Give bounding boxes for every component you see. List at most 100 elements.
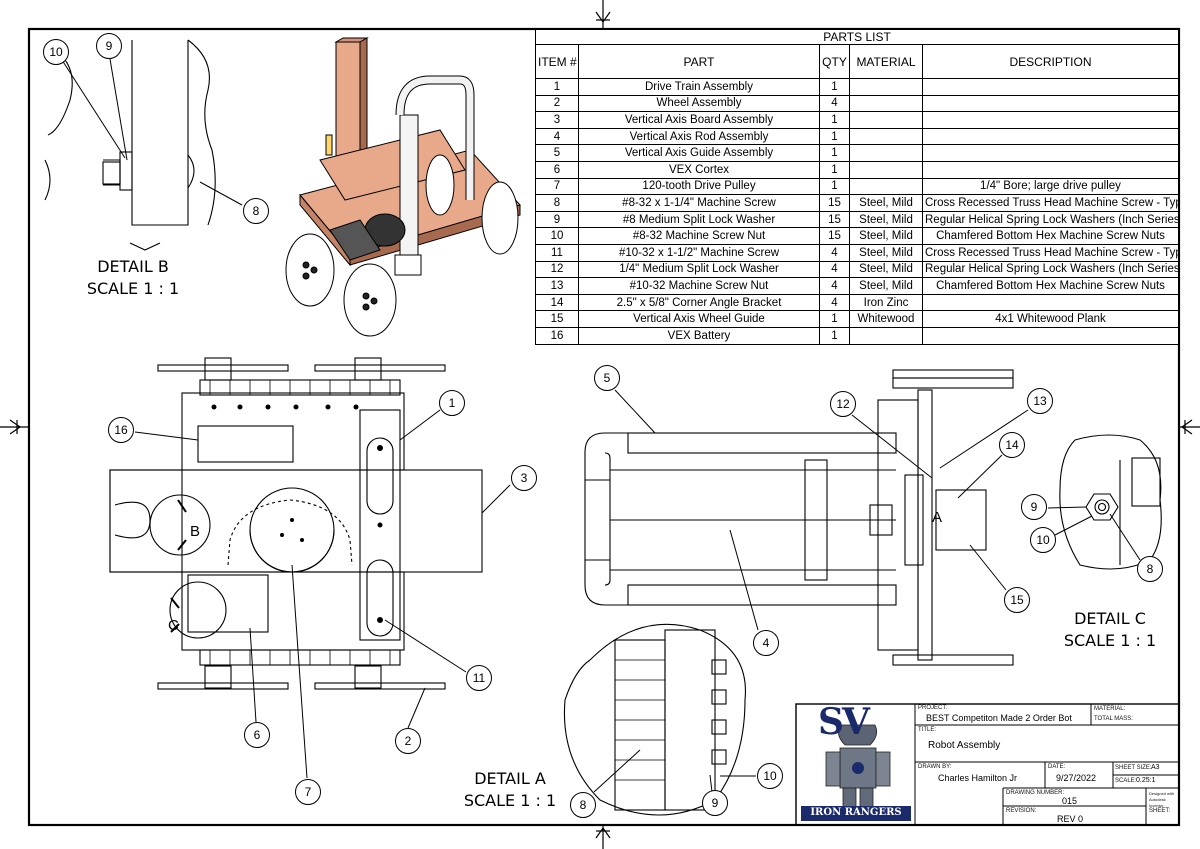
detail-b-label: DETAIL B SCALE 1 : 1 bbox=[83, 256, 183, 300]
cell-material bbox=[849, 160, 923, 179]
title-value: Robot Assembly bbox=[928, 740, 1001, 751]
cell-description bbox=[922, 326, 1179, 345]
cell-description: Cross Recessed Truss Head Machine Screw … bbox=[922, 243, 1179, 262]
cell-part: Vertical Axis Board Assembly bbox=[578, 111, 820, 129]
cell-item: 3 bbox=[535, 111, 579, 129]
cell-qty: 1 bbox=[819, 177, 850, 196]
drawn-by-label: DRAWN BY: bbox=[918, 764, 952, 770]
view-letter-b: B bbox=[190, 523, 201, 540]
cell-qty: 1 bbox=[819, 310, 850, 328]
centering-mark-left bbox=[0, 419, 29, 435]
cell-qty: 15 bbox=[819, 227, 850, 245]
balloon-detail-a-8: 8 bbox=[570, 792, 596, 818]
cell-material: Steel, Mild bbox=[849, 277, 923, 295]
centering-mark-right bbox=[1179, 419, 1200, 435]
cell-item: 4 bbox=[535, 127, 579, 146]
cell-qty: 4 bbox=[819, 260, 850, 279]
balloon-detail-c-8: 8 bbox=[1137, 556, 1163, 582]
cell-description bbox=[922, 78, 1179, 96]
column-header-material: MATERIAL bbox=[849, 44, 923, 79]
column-header-description: DESCRIPTION bbox=[922, 44, 1179, 79]
cell-description bbox=[922, 127, 1179, 146]
cell-part: Vertical Axis Rod Assembly bbox=[578, 127, 820, 146]
cell-item: 9 bbox=[535, 210, 579, 229]
detail-c-scale: SCALE 1 : 1 bbox=[1063, 631, 1157, 650]
cell-qty: 1 bbox=[819, 111, 850, 129]
cell-qty: 4 bbox=[819, 243, 850, 262]
cell-material bbox=[849, 127, 923, 146]
balloon-detail-a-10: 10 bbox=[757, 763, 783, 789]
cell-part: #8-32 Machine Screw Nut bbox=[578, 227, 820, 245]
cell-material bbox=[849, 94, 923, 113]
cell-qty: 4 bbox=[819, 277, 850, 295]
cell-description: Regular Helical Spring Lock Washers (Inc… bbox=[922, 260, 1179, 279]
title-label: TITLE: bbox=[918, 727, 937, 733]
cell-qty: 1 bbox=[819, 144, 850, 162]
sheet-size-value: A3 bbox=[1151, 764, 1160, 771]
cell-item: 14 bbox=[535, 293, 579, 312]
balloon-main-7: 7 bbox=[295, 779, 321, 805]
designed-with-note: Designed with Autodesk Inventor bbox=[1149, 791, 1175, 808]
cell-description: Cross Recessed Truss Head Machine Screw … bbox=[922, 194, 1179, 212]
cell-description bbox=[922, 160, 1179, 179]
cell-material: Steel, Mild bbox=[849, 243, 923, 262]
cell-part: Drive Train Assembly bbox=[578, 78, 820, 96]
cell-material: Steel, Mild bbox=[849, 227, 923, 245]
cell-part: Vertical Axis Guide Assembly bbox=[578, 144, 820, 162]
isometric-robot-view bbox=[285, 37, 521, 337]
cell-qty: 1 bbox=[819, 160, 850, 179]
cell-part: #10-32 x 1-1/2" Machine Screw bbox=[578, 243, 820, 262]
balloon-side-15: 15 bbox=[1004, 587, 1030, 613]
drawing-number-value: 015 bbox=[1062, 796, 1078, 806]
cell-part: #10-32 Machine Screw Nut bbox=[578, 277, 820, 295]
material-label: MATERIAL: bbox=[1094, 706, 1126, 712]
side-view bbox=[584, 369, 1014, 666]
balloon-main-3: 3 bbox=[511, 465, 537, 491]
iron-rangers-logo bbox=[801, 708, 911, 822]
detail-a-label: DETAIL A SCALE 1 : 1 bbox=[455, 768, 565, 812]
cell-material: Steel, Mild bbox=[849, 210, 923, 229]
cell-item: 6 bbox=[535, 160, 579, 179]
balloon-detail-c-10: 10 bbox=[1030, 527, 1056, 553]
revision-value: REV 0 bbox=[1057, 814, 1084, 824]
detail-a-view bbox=[563, 623, 746, 816]
cell-material bbox=[849, 111, 923, 129]
view-letter-a: A bbox=[932, 509, 943, 526]
cell-description: Chamfered Bottom Hex Machine Screw Nuts bbox=[922, 277, 1179, 295]
drawn-by-value: Charles Hamilton Jr bbox=[938, 773, 1018, 783]
balloon-main-6: 6 bbox=[244, 722, 270, 748]
cell-qty: 15 bbox=[819, 210, 850, 229]
balloon-side-5: 5 bbox=[594, 365, 620, 391]
centering-mark-top bbox=[595, 0, 611, 29]
cell-part: VEX Battery bbox=[578, 326, 820, 345]
cell-item: 15 bbox=[535, 310, 579, 328]
project-value: BEST Competiton Made 2 Order Bot bbox=[926, 713, 1072, 723]
cell-item: 2 bbox=[535, 94, 579, 113]
cell-part: #8-32 x 1-1/4" Machine Screw bbox=[578, 194, 820, 212]
detail-b-view bbox=[44, 39, 216, 251]
cell-item: 12 bbox=[535, 260, 579, 279]
column-header-qty: QTY bbox=[819, 44, 850, 79]
logo-text: IRON RANGERS bbox=[810, 807, 902, 818]
total-mass-label: TOTAL MASS: bbox=[1094, 716, 1133, 722]
centering-mark-bottom bbox=[595, 825, 611, 849]
cell-item: 8 bbox=[535, 194, 579, 212]
cell-part: 2.5" x 5/8" Corner Angle Bracket bbox=[578, 293, 820, 312]
cell-part: #8 Medium Split Lock Washer bbox=[578, 210, 820, 229]
balloon-main-11: 11 bbox=[466, 665, 492, 691]
parts-list-table: PARTS LIST ITEM # PART QTY MATERIAL DESC… bbox=[535, 29, 1179, 345]
cell-item: 11 bbox=[535, 243, 579, 262]
balloon-main-2: 2 bbox=[395, 728, 421, 754]
cell-material bbox=[849, 144, 923, 162]
